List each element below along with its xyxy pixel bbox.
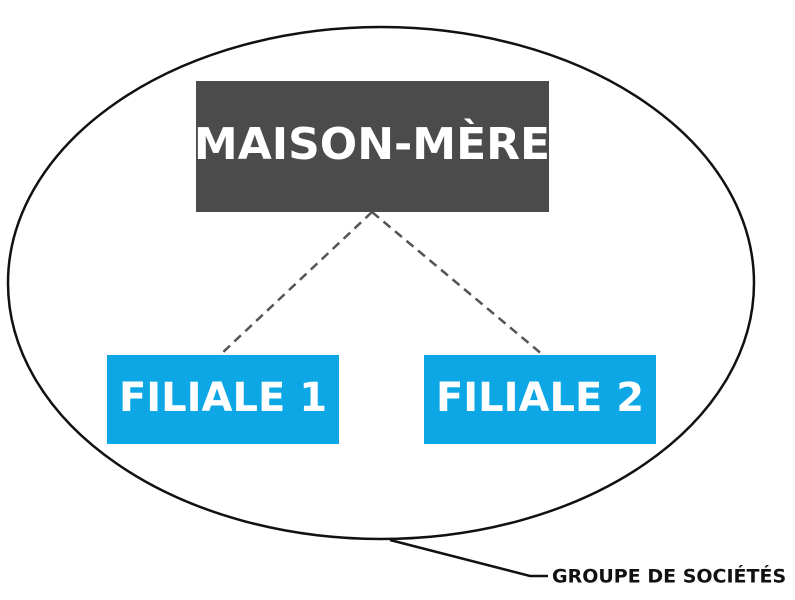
subsidiary-node-2: FILIALE 2	[424, 355, 656, 444]
subsidiary-node-1: FILIALE 1	[107, 355, 339, 444]
group-boundary-ellipse	[6, 25, 756, 541]
parent-company-node: MAISON-MÈRE	[194, 81, 550, 212]
subsidiary-1-label: FILIALE 1	[119, 375, 327, 421]
parent-company-label: MAISON-MÈRE	[194, 117, 550, 170]
subsidiary-2-label: FILIALE 2	[436, 375, 644, 421]
subsidiary-2-box	[424, 355, 656, 444]
connector-parent-to-subsidiary-1	[219, 211, 373, 356]
connector-parent-to-subsidiary-2	[371, 211, 544, 356]
parent-company-box	[196, 81, 549, 212]
group-label-leader-line	[389, 538, 548, 578]
group-label: GROUPE DE SOCIÉTÉS	[552, 565, 786, 588]
subsidiary-1-box	[107, 355, 339, 444]
